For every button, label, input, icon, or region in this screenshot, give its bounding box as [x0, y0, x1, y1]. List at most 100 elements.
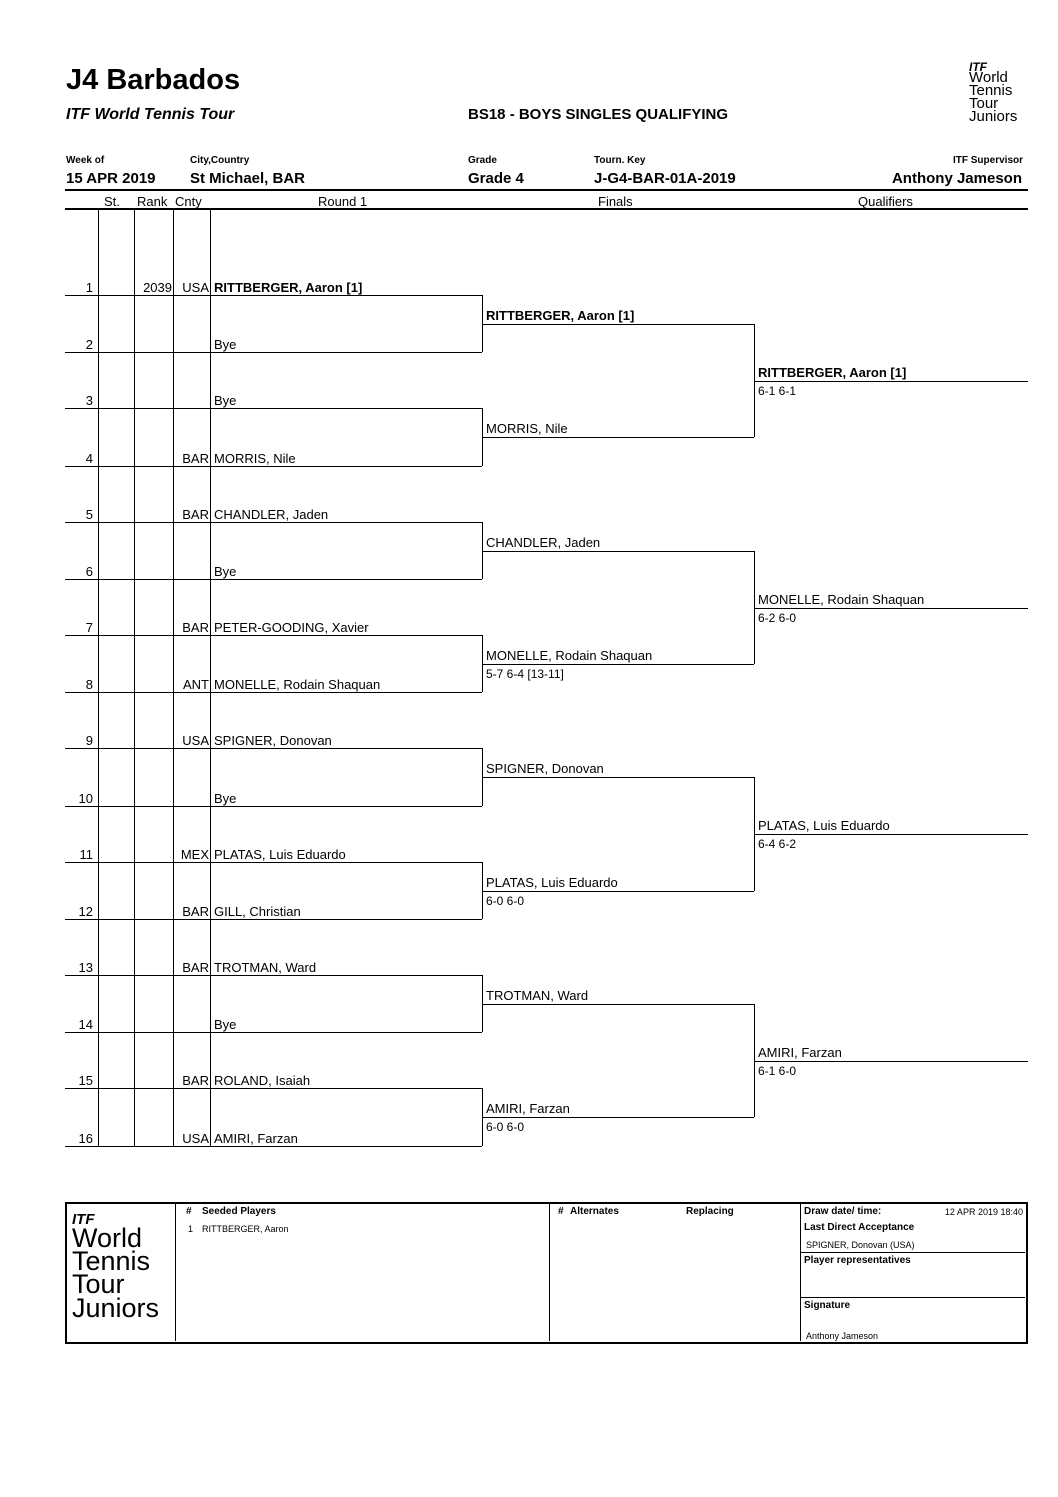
finals-line: [482, 664, 754, 665]
player-country: BAR: [182, 904, 209, 919]
lda-label: Last Direct Acceptance: [804, 1222, 915, 1233]
draw-position: 1: [85, 280, 93, 295]
col-rank: Rank: [137, 194, 168, 209]
city-label: City,Country: [190, 155, 250, 166]
qualifier-line: [754, 834, 1028, 835]
finals-line: [482, 324, 754, 325]
player-country: MEX: [180, 847, 209, 862]
bracket-connector: [754, 551, 755, 664]
player-representatives-label: Player representatives: [804, 1255, 911, 1266]
signature-label: Signature: [804, 1300, 851, 1311]
player-name: CHANDLER, Jaden: [214, 507, 329, 522]
player-name: RITTBERGER, Aaron [1]: [214, 280, 363, 295]
finals-line: [482, 1004, 754, 1005]
supervisor-label: ITF Supervisor: [952, 155, 1023, 166]
bracket-connector: [754, 1004, 755, 1117]
signature-value: Anthony Jameson: [806, 1331, 879, 1341]
draw-position: 16: [78, 1131, 93, 1146]
city-value: St Michael, BAR: [190, 170, 306, 187]
player-name: AMIRI, Farzan: [214, 1131, 298, 1146]
seeded-players-label: Seeded Players: [202, 1206, 276, 1217]
qualifier-name: AMIRI, Farzan: [758, 1045, 842, 1060]
draw-position: 9: [85, 733, 93, 748]
player-name: TROTMAN, Ward: [214, 960, 317, 975]
draw-position: 12: [78, 904, 93, 919]
week-value: 15 APR 2019: [66, 170, 156, 187]
alternates-hash: #: [558, 1206, 564, 1217]
draw-position: 15: [78, 1073, 93, 1088]
slot-line: [65, 1032, 482, 1033]
slot-line: [65, 975, 482, 976]
player-name: GILL, Christian: [214, 904, 301, 919]
bracket-connector: [482, 975, 483, 1032]
alternates-label: Alternates: [570, 1206, 619, 1217]
grade-value: Grade 4: [468, 170, 524, 187]
player-name: MONELLE, Rodain Shaquan: [214, 677, 381, 692]
finals-winner: CHANDLER, Jaden: [486, 535, 601, 550]
player-name: Bye: [214, 337, 237, 352]
player-name: Bye: [214, 564, 237, 579]
grid-column-line: [210, 210, 211, 1146]
header-rule: [65, 189, 1028, 191]
draw-position: 4: [85, 451, 93, 466]
qualifier-name: RITTBERGER, Aaron [1]: [758, 365, 907, 380]
bracket-connector: [482, 522, 483, 579]
player-name: PETER-GOODING, Xavier: [214, 620, 369, 635]
player-name: Bye: [214, 393, 237, 408]
supervisor-value: Anthony Jameson: [891, 170, 1022, 187]
draw-position: 11: [79, 847, 94, 862]
slot-line: [65, 748, 482, 749]
finals-winner: SPIGNER, Donovan: [486, 761, 604, 776]
slot-line: [65, 919, 482, 920]
player-name: ROLAND, Isaiah: [214, 1073, 311, 1088]
itf-logo-top: ITF World Tennis Tour Juniors: [969, 60, 1018, 125]
finals-line: [482, 777, 754, 778]
page-title: J4 Barbados: [66, 64, 241, 96]
player-country: ANT: [183, 677, 209, 692]
player-name: Bye: [214, 1017, 237, 1032]
seeded-num: 1: [188, 1224, 194, 1234]
finals-score: 5-7 6-4 [13-11]: [486, 667, 564, 681]
draw-date-label: Draw date/ time:: [804, 1206, 882, 1217]
bracket-connector: [482, 862, 483, 919]
grid-column-line: [173, 210, 174, 1146]
lda-value: SPIGNER, Donovan (USA): [806, 1240, 915, 1250]
draw-position: 7: [85, 620, 93, 635]
qualifier-name: MONELLE, Rodain Shaquan: [758, 592, 925, 607]
finals-score: 6-0 6-0: [486, 1120, 525, 1134]
col-cnty: Cnty: [175, 194, 202, 209]
player-name: Bye: [214, 791, 237, 806]
draw-position: 14: [78, 1017, 93, 1032]
finals-winner: MORRIS, Nile: [486, 421, 568, 436]
finals-winner: PLATAS, Luis Eduardo: [486, 875, 618, 890]
player-country: BAR: [182, 451, 209, 466]
finals-line: [482, 437, 754, 438]
qualifier-line: [754, 1061, 1028, 1062]
player-name: PLATAS, Luis Eduardo: [214, 847, 346, 862]
player-rank: 2039: [143, 280, 172, 295]
draw-position: 13: [78, 960, 93, 975]
finals-line: [482, 1117, 754, 1118]
replacing-label: Replacing: [686, 1206, 734, 1217]
footer-box: [65, 1202, 1028, 1344]
draw-position: 2: [85, 337, 93, 352]
finals-line: [482, 551, 754, 552]
seeded-hash: #: [186, 1206, 192, 1217]
finals-line: [482, 891, 754, 892]
qualifier-line: [754, 608, 1028, 609]
player-country: USA: [182, 733, 209, 748]
slot-line: [65, 1088, 482, 1089]
column-header-rule: [65, 208, 1028, 210]
col-finals: Finals: [598, 194, 633, 209]
finals-winner: MONELLE, Rodain Shaquan: [486, 648, 653, 663]
qualifier-score: 6-1 6-1: [758, 384, 797, 398]
slot-line: [65, 806, 482, 807]
grade-label: Grade: [468, 155, 497, 166]
finals-winner: RITTBERGER, Aaron [1]: [486, 308, 635, 323]
player-country: BAR: [182, 507, 209, 522]
seeded-name: RITTBERGER, Aaron: [202, 1224, 289, 1234]
player-country: BAR: [182, 960, 209, 975]
slot-line: [65, 692, 482, 693]
player-country: BAR: [182, 620, 209, 635]
draw-position: 3: [85, 393, 93, 408]
